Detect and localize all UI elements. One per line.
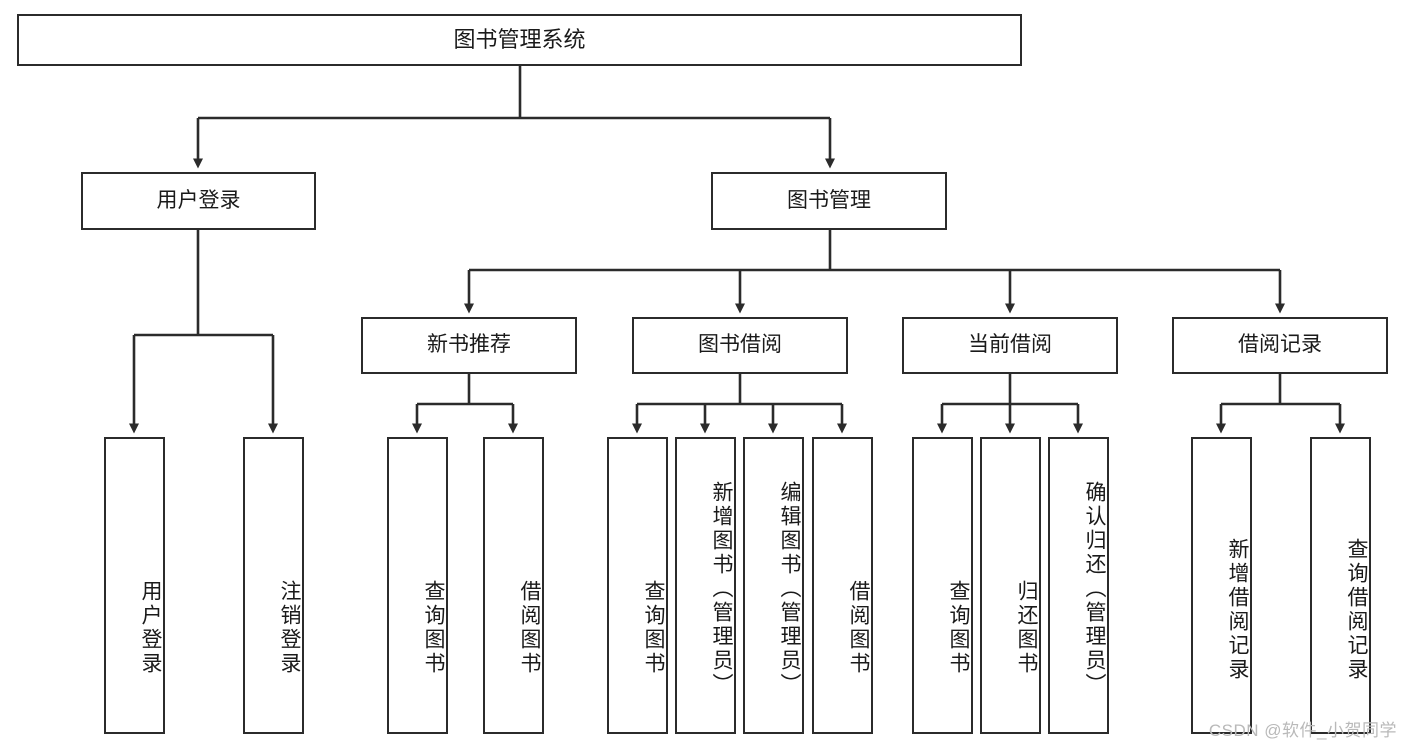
node-book-borrow[interactable]: 图书借阅 bbox=[632, 317, 848, 374]
node-leaf-add-book[interactable]: 新增图书（管理员） bbox=[675, 437, 736, 734]
node-label: 图书借阅 bbox=[698, 333, 782, 357]
node-label: 当前借阅 bbox=[968, 333, 1052, 357]
node-label: 归还图书 bbox=[1015, 579, 1038, 676]
node-label: 图书管理 bbox=[787, 188, 871, 212]
node-label: 图书管理系统 bbox=[453, 27, 586, 53]
node-leaf-add-record[interactable]: 新增借阅记录 bbox=[1191, 437, 1252, 734]
node-new-book-recommend[interactable]: 新书推荐 bbox=[361, 317, 577, 374]
node-leaf-query-book-1[interactable]: 查询图书 bbox=[387, 437, 448, 734]
node-label: 编辑图书（管理员） bbox=[778, 480, 801, 697]
node-leaf-borrow-book-1[interactable]: 借阅图书 bbox=[483, 437, 544, 734]
node-leaf-borrow-book-2[interactable]: 借阅图书 bbox=[812, 437, 873, 734]
node-label: 查询图书 bbox=[947, 579, 970, 676]
node-label: 用户登录 bbox=[156, 188, 241, 212]
node-label: 借阅图书 bbox=[847, 579, 870, 676]
node-user-login[interactable]: 用户登录 bbox=[81, 172, 316, 230]
node-leaf-return-book[interactable]: 归还图书 bbox=[980, 437, 1041, 734]
node-book-management[interactable]: 图书管理 bbox=[711, 172, 947, 230]
node-label: 借阅记录 bbox=[1238, 333, 1322, 357]
node-leaf-edit-book[interactable]: 编辑图书（管理员） bbox=[743, 437, 804, 734]
node-leaf-query-book-2[interactable]: 查询图书 bbox=[607, 437, 668, 734]
node-label: 新增图书（管理员） bbox=[710, 480, 733, 697]
node-root-book-management-system[interactable]: 图书管理系统 bbox=[17, 14, 1022, 66]
node-leaf-query-record[interactable]: 查询借阅记录 bbox=[1310, 437, 1371, 734]
node-label: 新书推荐 bbox=[427, 333, 511, 357]
node-label: 查询借阅记录 bbox=[1345, 537, 1368, 682]
node-label: 用户登录 bbox=[139, 579, 162, 676]
node-leaf-user-login[interactable]: 用户登录 bbox=[104, 437, 165, 734]
node-label: 查询图书 bbox=[422, 579, 445, 676]
node-label: 查询图书 bbox=[642, 579, 665, 676]
node-leaf-logout[interactable]: 注销登录 bbox=[243, 437, 304, 734]
node-label: 新增借阅记录 bbox=[1226, 537, 1249, 682]
csdn-watermark: CSDN @软件_小贺同学 bbox=[1208, 721, 1397, 740]
node-label: 注销登录 bbox=[278, 579, 301, 676]
node-leaf-confirm-return[interactable]: 确认归还（管理员） bbox=[1048, 437, 1109, 734]
node-label: 确认归还（管理员） bbox=[1083, 480, 1106, 697]
node-label: 借阅图书 bbox=[518, 579, 541, 676]
node-current-borrow[interactable]: 当前借阅 bbox=[902, 317, 1118, 374]
node-borrow-record[interactable]: 借阅记录 bbox=[1172, 317, 1388, 374]
node-leaf-query-book-3[interactable]: 查询图书 bbox=[912, 437, 973, 734]
